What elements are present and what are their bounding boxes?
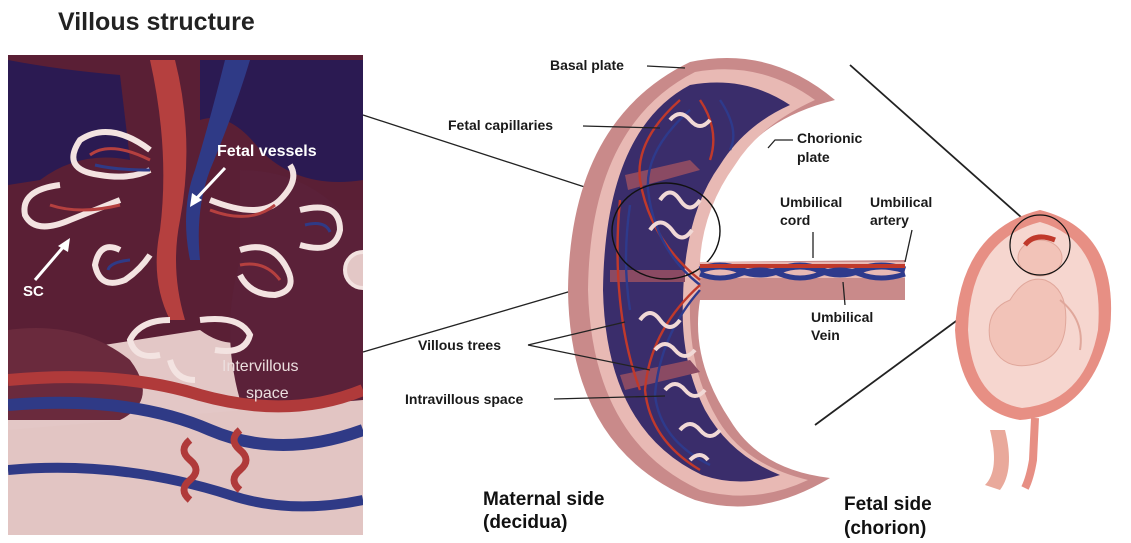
chorionic-plate-label-line2: plate xyxy=(797,149,830,166)
umbilical-vein-label-line1: Umbilical xyxy=(811,309,873,326)
umbilical-cord-label-line2: cord xyxy=(780,212,810,229)
maternal-side-label-line2: (decidua) xyxy=(483,512,567,534)
umbilical-artery-label-line1: Umbilical xyxy=(870,194,932,211)
fetal-side-label-line2: (chorion) xyxy=(844,518,926,540)
maternal-side-label-line1: Maternal side xyxy=(483,489,604,511)
chorionic-plate-label-line1: Chorionic xyxy=(797,130,862,147)
umbilical-cord-label-line1: Umbilical xyxy=(780,194,842,211)
villous-trees-label: Villous trees xyxy=(418,337,501,354)
fetal-capillaries-label: Fetal capillaries xyxy=(448,117,553,134)
villous-structure-inset xyxy=(8,55,381,535)
placenta-crescent xyxy=(568,58,905,506)
basal-plate-label: Basal plate xyxy=(550,57,624,74)
umbilical-vein-label-line2: Vein xyxy=(811,327,840,344)
intravillous-space-label: Intravillous space xyxy=(405,391,523,408)
fetal-side-label-line1: Fetal side xyxy=(844,494,932,516)
umbilical-artery-label-line2: artery xyxy=(870,212,909,229)
fetal-vessels-label: Fetal vessels xyxy=(217,143,317,161)
intervillous-label-line2: space xyxy=(246,385,289,403)
sc-label: SC xyxy=(23,283,44,300)
intervillous-label-line1: Intervillous xyxy=(222,358,298,376)
